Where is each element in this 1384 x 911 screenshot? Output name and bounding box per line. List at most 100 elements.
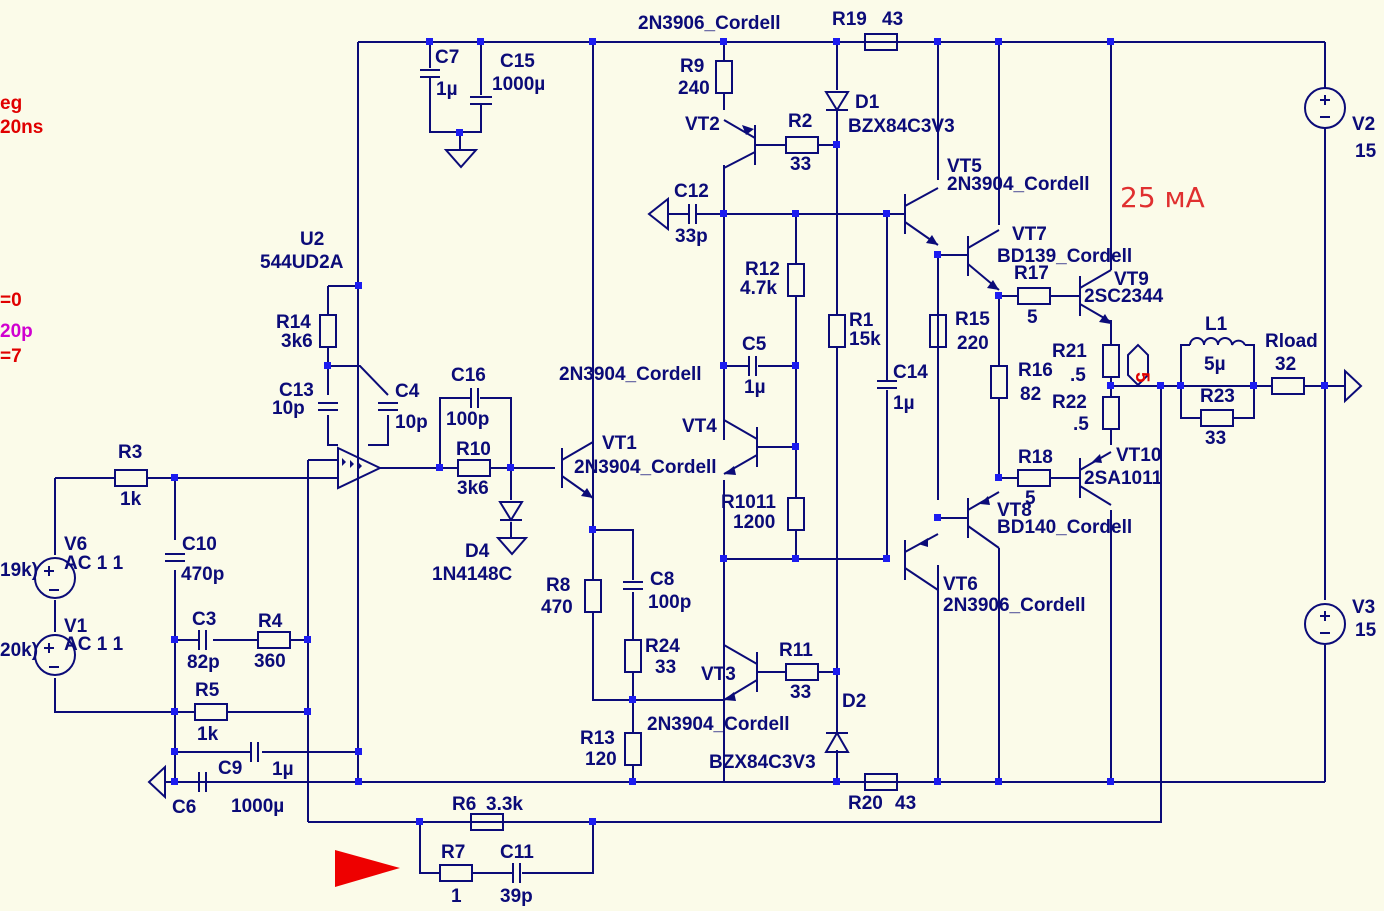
label-VT7-ref: VT7 [1012, 224, 1047, 245]
label-L1-ref: L1 [1205, 314, 1228, 335]
label-R19-ref: R19 [832, 9, 867, 30]
label-VT3-ref: VT3 [701, 664, 736, 685]
label-R13-value: 120 [585, 749, 617, 770]
label-C4-ref: C4 [395, 381, 420, 402]
label-R24-ref: R24 [645, 636, 680, 657]
cutoff-line3: =0 [0, 290, 22, 311]
label-C6-ref: C6 [172, 797, 196, 818]
label-V2-ref: V2 [1352, 114, 1375, 135]
label-R1011-value: 1200 [733, 512, 775, 533]
label-D2-ref: D2 [842, 691, 866, 712]
label-R15-ref: R15 [955, 309, 990, 330]
label-D4-ref: D4 [465, 541, 490, 562]
label-D1-model: BZX84C3V3 [848, 116, 955, 137]
label-C9-value: 1µ [272, 759, 294, 780]
label-R1011-ref: R1011 [721, 492, 776, 513]
label-U2-model: 544UD2A [260, 252, 344, 273]
label-R13-ref: R13 [580, 728, 615, 749]
label-C15-value: 1000µ [492, 74, 545, 95]
label-VT1-ref: VT1 [602, 433, 637, 454]
label-R7-ref: R7 [441, 842, 465, 863]
label-R14-ref: R14 [276, 312, 311, 333]
label-R8-ref: R8 [546, 575, 570, 596]
label-C12-ref: C12 [674, 181, 709, 202]
net-label-hexagon [1127, 343, 1149, 387]
label-R4-value: 360 [254, 651, 286, 672]
cutoff-line4: 20p [0, 321, 33, 342]
label-R17-ref: R17 [1014, 263, 1049, 284]
label-V1-ref: V1 [64, 616, 88, 637]
label-R6-ref: R6 [452, 794, 476, 815]
label-R1-value: 15k [849, 329, 881, 350]
label-C7-ref: C7 [435, 47, 459, 68]
label-R17-value: 5 [1027, 307, 1038, 328]
output-port-arrow [1344, 368, 1363, 404]
label-VT9-model: 2SC2344 [1084, 286, 1164, 307]
label-V2-value: 15 [1355, 141, 1377, 162]
label-VT2-model: 2N3906_Cordell [638, 13, 781, 34]
label-C6-value: 1000µ [231, 796, 284, 817]
label-R14-value: 3k6 [281, 331, 313, 352]
label-C10-ref: C10 [182, 534, 217, 555]
label-R7-value: 1 [451, 886, 462, 907]
label-R5-ref: R5 [195, 680, 220, 701]
red-arrow-marker [335, 850, 400, 887]
label-VT4-ref: VT4 [682, 416, 717, 437]
label-V3-value: 15 [1355, 620, 1377, 641]
label-R20-ref: R20 [848, 793, 883, 814]
label-Rload-ref: Rload [1265, 331, 1318, 352]
label-C8-value: 100p [648, 592, 691, 613]
label-R11-value: 33 [790, 682, 811, 703]
label-V6-value: AC 1 1 [64, 553, 124, 574]
label-Rload-value: 32 [1275, 354, 1296, 375]
label-R23-value: 33 [1205, 428, 1226, 449]
label-D1-ref: D1 [855, 92, 880, 113]
label-R22-value: .5 [1073, 414, 1089, 435]
label-C16-ref: C16 [451, 365, 486, 386]
transistors [561, 119, 1112, 701]
label-R1-ref: R1 [849, 310, 874, 331]
label-C3-ref: C3 [192, 609, 216, 630]
label-R10-ref: R10 [456, 439, 491, 460]
label-R6-value: 3.3k [486, 794, 523, 815]
label-C5-value: 1µ [744, 377, 766, 398]
label-R3-value: 1k [120, 489, 142, 510]
component-labels: C7 1µ C15 1000µ 2N3906_Cordell R9 240 VT… [0, 9, 1377, 907]
label-C13-value: 10p [272, 398, 305, 419]
label-C14-ref: C14 [893, 362, 928, 383]
label-VT8-ref: VT8 [997, 500, 1032, 521]
net-label-out-text: 5 [1131, 372, 1152, 383]
voltage-sources [34, 87, 1346, 676]
label-R24-value: 33 [655, 657, 676, 678]
label-R18-value: 5 [1025, 488, 1036, 509]
label-VT1-model: 2N3904_Cordell [574, 457, 717, 478]
current-annotation: 25 мА [1120, 181, 1205, 214]
label-VT10-model: 2SA1011 [1084, 468, 1163, 489]
label-C4-value: 10p [395, 412, 428, 433]
label-VT8-model: BD140_Cordell [997, 517, 1132, 538]
label-C15-ref: C15 [500, 51, 535, 72]
label-R2-value: 33 [790, 154, 811, 175]
label-R2-ref: R2 [788, 111, 812, 132]
label-R19-value: 43 [882, 9, 903, 30]
label-R20-value: 43 [895, 793, 916, 814]
cut-off-left-text: eg 20ns =0 20p =7 [0, 93, 43, 367]
junction-dots [171, 38, 1328, 825]
label-R8-value: 470 [541, 597, 573, 618]
ground-symbols [147, 149, 669, 800]
cutoff-line5: =7 [0, 346, 22, 367]
label-VT9-ref: VT9 [1114, 269, 1149, 290]
label-VT5-model: 2N3904_Cordell [947, 174, 1090, 195]
label-C16-value: 100p [446, 409, 489, 430]
label-R9-value: 240 [678, 78, 710, 99]
label-VT2-ref: VT2 [685, 114, 720, 135]
inductor-L1 [1189, 337, 1246, 346]
cutoff-line1: eg [0, 93, 22, 114]
capacitors [165, 69, 897, 883]
label-VT10-ref: VT10 [1116, 445, 1161, 466]
label-R16-value: 82 [1020, 384, 1041, 405]
label-D2-model: BZX84C3V3 [709, 752, 816, 773]
label-R5-value: 1k [197, 724, 219, 745]
